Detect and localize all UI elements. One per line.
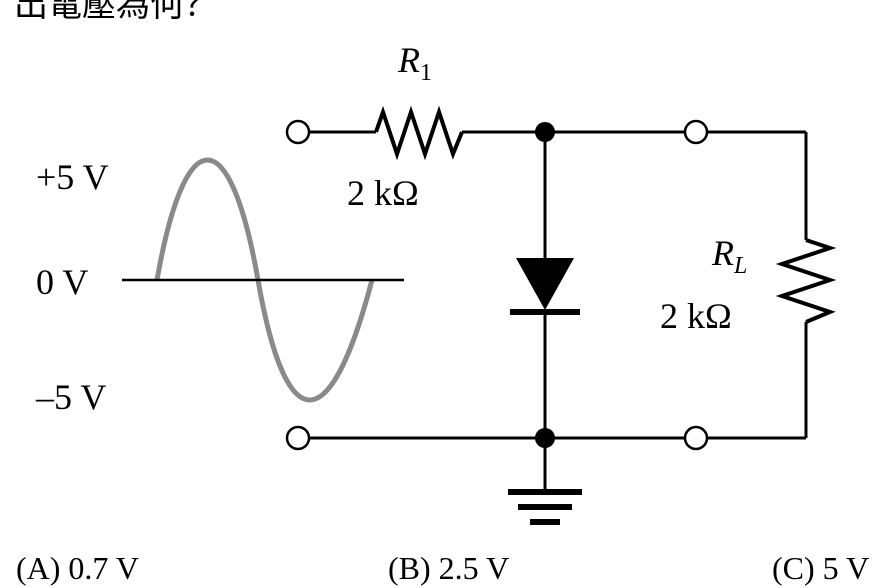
choice-c[interactable]: (C) 5 V [772, 550, 870, 586]
circuit-diagram: R1 2 kΩ RL 2 kΩ +5 V 0 V –5 V [35, 40, 837, 525]
r1-label: R1 [397, 40, 432, 86]
voltage-zero-label: 0 V [36, 262, 88, 302]
output-terminal-top [683, 119, 709, 145]
question-text: 出電壓為何？ [14, 0, 218, 24]
diode-symbol [516, 258, 574, 310]
junction-bottom [535, 428, 555, 448]
output-terminal-bottom [683, 425, 709, 451]
choice-b[interactable]: (B) 2.5 V [388, 550, 510, 586]
rl-value: 2 kΩ [660, 296, 732, 336]
choice-a[interactable]: (A) 0.7 V [16, 550, 139, 586]
rl-label: RL [711, 233, 747, 279]
rl-name: R [711, 233, 734, 273]
input-terminal-top [285, 119, 311, 145]
resistor-r1 [374, 105, 464, 161]
r1-value: 2 kΩ [347, 173, 419, 213]
input-terminal-bottom [285, 425, 311, 451]
r1-subscript: 1 [420, 60, 432, 86]
voltage-pos-label: +5 V [36, 157, 109, 197]
rl-subscript: L [733, 253, 747, 279]
r1-name: R [397, 40, 420, 80]
junction-top [535, 122, 555, 142]
voltage-neg-label: –5 V [35, 377, 106, 417]
resistor-rl [775, 238, 837, 324]
